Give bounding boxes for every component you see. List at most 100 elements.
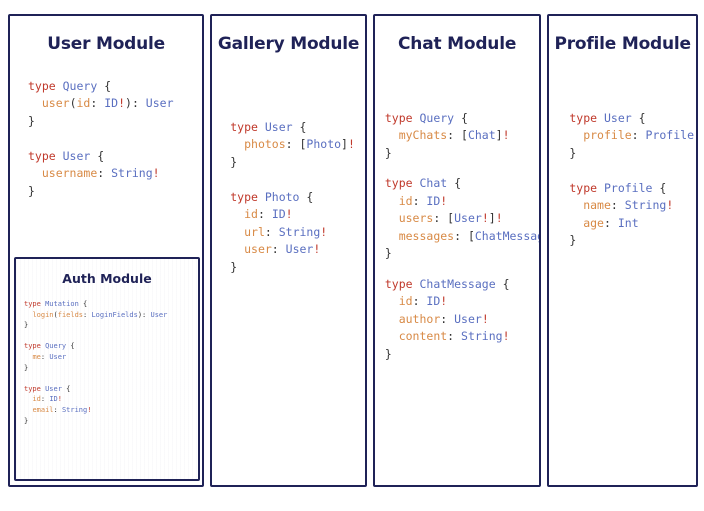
token-field: myChats [398,128,448,143]
token-field: fields [57,310,84,319]
token-type: String [61,405,88,414]
token-punct: } [384,346,392,361]
token-punct: : [264,224,279,239]
token-type: String [111,166,153,181]
code-line: type Query { [24,341,194,352]
user-code-block-1: type User { username: String!} [28,148,196,201]
code-line: me: User [24,352,194,363]
token-punct [385,329,399,343]
module-card-chat[interactable]: Chat Module type Query { myChats: [Chat]!… [372,14,542,487]
token-type: Query [62,78,98,93]
code-line: myChats: [Chat]! [385,127,534,145]
token-punct: } [28,113,35,128]
code-line: } [28,183,196,201]
module-schema-user: type Query { user(id: ID!): User}type Us… [10,55,202,201]
token-punct: ] [495,128,503,143]
auth-code-block-2: type User { id: ID! email: String!} [24,384,194,426]
token-punct: ] [341,137,348,152]
token-punct: } [28,183,35,198]
code-line: type Photo { [230,189,359,207]
code-line: type Query { [28,78,196,96]
token-bang: ! [285,207,293,222]
token-type: User [150,310,168,319]
token-punct: { [66,342,75,351]
token-punct: : [ [454,228,475,243]
gallery-code-block-1: type Photo { id: ID! url: String! user: … [230,189,359,277]
module-title-chat: Chat Module [398,34,517,54]
token-kw: type [24,384,46,393]
token-punct: : [40,395,50,404]
token-punct [385,294,399,308]
token-punct: : [53,405,62,414]
chat-code-block-1: type Chat { id: ID! users: [User!]! mess… [384,175,540,263]
token-field: id [398,193,413,208]
token-type: User [285,242,314,257]
token-punct: } [24,416,29,425]
token-field: url [244,224,265,239]
token-punct: } [24,321,29,330]
token-kw: type [384,176,420,191]
token-field: photos [244,137,286,152]
token-punct: : [83,310,92,319]
token-punct: : [ [285,137,307,152]
token-kw: type [384,276,420,291]
token-type: User [264,119,293,134]
token-punct [28,96,42,110]
token-kw: type [24,342,46,351]
token-punct [230,207,244,221]
chat-code-block-0: type Query { myChats: [Chat]!} [385,110,534,163]
token-punct: : [603,215,618,230]
code-line: } [24,320,194,331]
token-punct: : [271,242,286,257]
token-type: ID [426,193,441,208]
token-type: User [454,311,482,326]
token-type: User [603,110,632,125]
token-field: content [398,329,448,344]
token-punct: } [569,233,577,248]
token-type: ID [49,395,58,404]
token-punct: : [97,166,112,181]
token-punct [385,128,399,142]
token-type: User [45,384,62,393]
token-bang: ! [152,166,160,181]
code-line: type Profile { [569,180,690,198]
token-punct: : [412,294,427,309]
profile-code-block-1: type Profile { name: String! age: Int} [569,180,690,250]
code-line: } [385,145,534,163]
token-punct: : [90,96,105,111]
token-punct: ( [69,96,77,111]
token-bang: ! [502,329,510,344]
token-punct: { [292,119,307,134]
token-field: id [32,395,41,404]
token-type: Profile [645,128,694,143]
token-type: Profile [603,180,653,195]
token-field: author [398,311,441,326]
token-type: ID [426,294,441,309]
token-field: user [244,242,272,257]
token-type: String [278,224,321,239]
token-punct: { [78,300,88,308]
token-bang: ! [694,128,696,142]
code-line: id: ID! [230,206,359,224]
token-punct: : [ [447,128,468,143]
token-kw: type [28,78,63,93]
token-bang: ! [320,224,328,239]
token-type: Int [617,215,639,230]
token-bang: ! [440,294,448,309]
module-title-user: User Module [47,34,165,54]
token-punct: : [257,207,272,222]
token-punct: } [569,145,577,160]
module-title-gallery: Gallery Module [217,34,360,54]
token-kw: type [569,180,604,195]
token-field: id [244,207,258,222]
code-line: user: User! [230,241,359,259]
token-bang: ! [118,96,126,111]
module-title-auth: Auth Module [62,271,152,286]
token-punct: } [230,259,238,274]
token-punct [385,194,399,208]
